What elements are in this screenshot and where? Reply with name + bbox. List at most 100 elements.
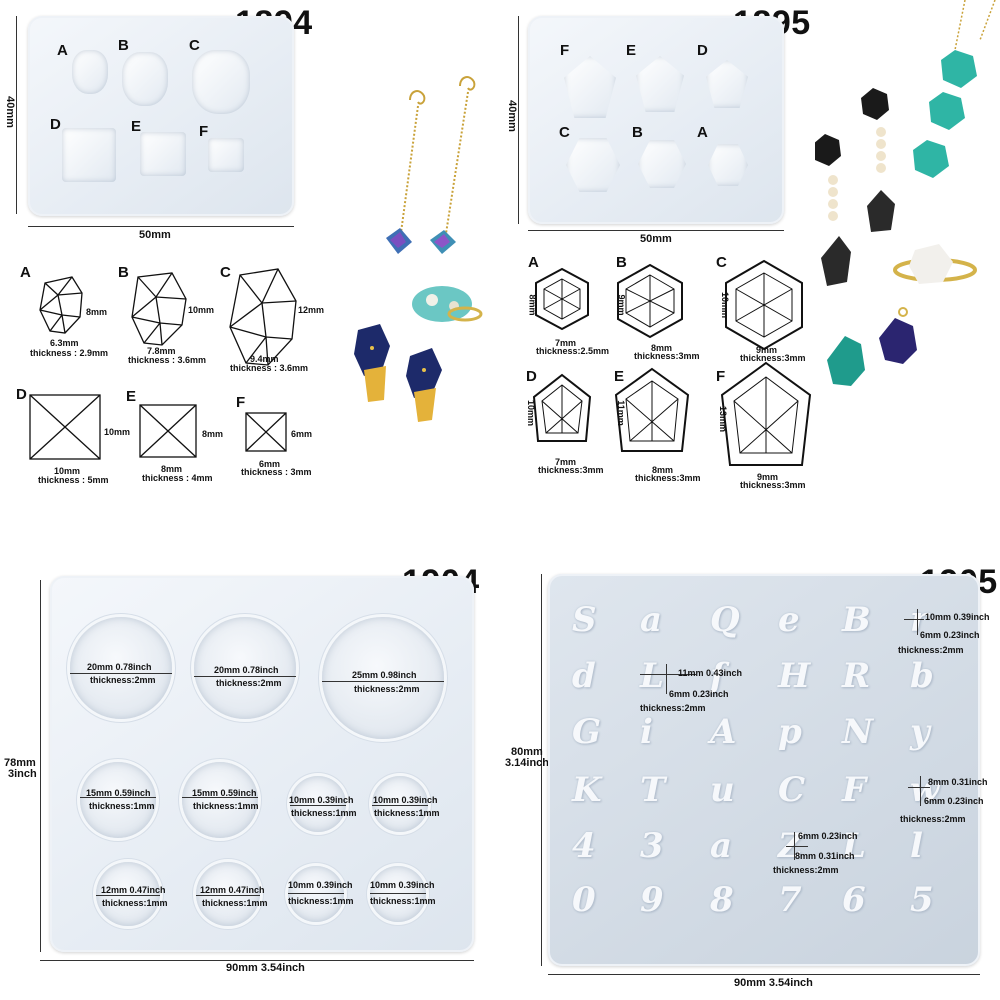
spec-thickness: thickness:3mm [740, 353, 806, 363]
hex-b-outline [617, 263, 683, 339]
letter-cavity: L [842, 826, 866, 866]
spec-side: 12mm [298, 305, 325, 315]
circle-thickness: thickness:1mm [89, 801, 155, 811]
pendants-photo [815, 0, 996, 386]
spec-width: 8mm [652, 465, 674, 475]
callout-v: 8mm 0.31inch [795, 851, 855, 861]
button-cavity [370, 866, 426, 922]
height-ruler [40, 580, 41, 952]
cavity-letter: C [559, 124, 570, 141]
gem-c-outline [229, 268, 297, 366]
letter-cavity: H [778, 656, 811, 696]
circle-thickness: thickness:1mm [291, 808, 357, 818]
button-cavity [288, 866, 344, 922]
spec-side: 6mm [291, 429, 313, 439]
height-ruler [541, 574, 542, 966]
cavity-b [122, 52, 168, 106]
letter-cavity: N [842, 712, 874, 752]
spec-letter: D [16, 386, 27, 403]
hex-c-outline [725, 259, 803, 351]
cavity-letter: F [199, 123, 209, 140]
circle-thickness: thickness:1mm [370, 896, 436, 906]
button-cavity [290, 776, 346, 832]
circle-size: 10mm 0.39inch [289, 795, 354, 805]
cavity-c [566, 138, 620, 192]
callout-thickness: thickness:2mm [640, 703, 706, 713]
letter-cavity: l [910, 826, 923, 866]
cavity-letter: B [632, 124, 643, 141]
callout-v: 6mm 0.23inch [924, 796, 984, 806]
letter-cavity: w [910, 770, 940, 810]
letter-cavity: i [640, 712, 653, 752]
spec-width: 9mm [757, 472, 779, 482]
button-cavity [182, 762, 258, 838]
dim-line [920, 776, 921, 806]
spec-side: 10mm [526, 399, 537, 427]
letter-cavity: e [778, 600, 800, 640]
spec-side: 10mm [188, 305, 215, 315]
height-label: 78mm [4, 757, 36, 769]
circle-thickness: thickness:2mm [90, 675, 156, 685]
dim-line [794, 832, 795, 860]
spec-letter: E [614, 368, 625, 385]
dim-line [196, 895, 260, 896]
dim-line [96, 895, 160, 896]
callout-thickness: thickness:2mm [900, 814, 966, 824]
spec-side: 11mm [615, 400, 626, 426]
earrings-photo [354, 76, 483, 422]
letter-cavity: R [842, 656, 871, 696]
letter-cavity: G [572, 712, 602, 752]
cavity-letter: A [697, 124, 708, 141]
circle-size: 15mm 0.59inch [86, 788, 151, 798]
spec-side: 9mm [616, 294, 627, 316]
circle-thickness: thickness:2mm [216, 678, 282, 688]
spec-letter: B [118, 264, 129, 281]
letter-cavity: 8 [710, 880, 734, 920]
letter-cavity: A [710, 712, 737, 752]
spec-thickness: thickness : 3.6mm [230, 363, 309, 373]
letter-cavity: r [910, 600, 928, 640]
spec-letter: F [716, 368, 726, 385]
cavity-letter: D [697, 42, 708, 59]
mold-1895 [528, 16, 784, 224]
cavity-f [208, 138, 244, 172]
letter-cavity: b [910, 656, 934, 696]
height-label: 80mm [511, 746, 543, 758]
cavity-e [140, 132, 186, 176]
circle-size: 20mm 0.78inch [214, 665, 279, 675]
cavity-d [62, 128, 116, 182]
letter-cavity: T [640, 770, 666, 810]
circle-thickness: thickness:1mm [202, 898, 268, 908]
dim-line [917, 609, 918, 635]
spec-thickness: thickness : 3.6mm [128, 355, 207, 365]
gem-e-outline [139, 404, 197, 458]
height-label-inch: 3inch [8, 768, 37, 780]
width-ruler [548, 974, 980, 975]
width-label: 90mm 3.54inch [734, 977, 813, 989]
gem-f-outline [720, 361, 812, 466]
spec-diagrams-1894 [29, 268, 297, 460]
circle-size: 25mm 0.98inch [352, 670, 417, 680]
letter-cavity: F [842, 770, 867, 810]
dim-line [182, 797, 258, 798]
callout-thickness: thickness:2mm [773, 865, 839, 875]
cavity-b [638, 140, 686, 188]
spec-width: 9mm [756, 345, 778, 355]
dim-line [786, 846, 808, 847]
dim-line [666, 664, 667, 694]
letter-cavity: 3 [640, 826, 664, 866]
dim-line [194, 676, 296, 677]
letter-cavity: Q [710, 600, 740, 640]
spec-width: 6mm [259, 459, 281, 469]
button-cavity [196, 862, 260, 926]
letter-cavity: 4 [572, 826, 596, 866]
spec-letter: F [236, 394, 246, 411]
hex-a-outline [535, 267, 589, 331]
circle-size: 12mm 0.47inch [101, 885, 166, 895]
spec-width: 7mm [555, 457, 577, 467]
letter-cavity: 9 [640, 880, 664, 920]
button-cavity [96, 862, 160, 926]
height-label-inch: 3.14inch [505, 757, 550, 769]
dim-line [80, 797, 156, 798]
cavity-letter: F [560, 42, 570, 59]
